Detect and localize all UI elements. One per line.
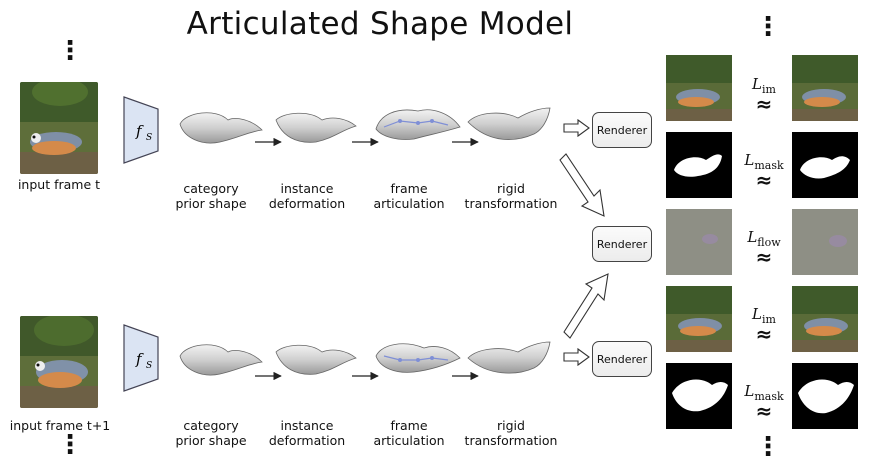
encoder-fs-sub: S	[146, 361, 152, 371]
ellipsis-top-left: ⋮	[57, 36, 83, 66]
hollow-arrow-diagonal-down	[559, 153, 605, 217]
encoder-fs-label: f	[135, 122, 144, 140]
stage-caption-prior-row1: category prior shape	[175, 181, 247, 211]
target-mask-tile-1	[792, 132, 858, 198]
target-image-tile-2	[792, 286, 858, 352]
renderer-box-bottom: Renderer	[592, 341, 652, 377]
stage-caption-instance-row1: instance deformation	[268, 181, 346, 211]
encoder-fs-sub: S	[146, 133, 152, 143]
input-frame-t1-caption: input frame t+1	[9, 418, 111, 433]
loss-label-mask-2: Lmask	[744, 382, 784, 403]
renderer-box-top: Renderer	[592, 112, 652, 148]
rendered-mask-tile-2	[666, 363, 732, 429]
renderer-box-middle: Renderer	[592, 226, 652, 262]
input-frame-t-caption: input frame t	[17, 177, 101, 192]
instance-deformation-shape-row1	[275, 112, 357, 143]
approx-symbol-4: ≈	[755, 322, 773, 346]
stage-caption-articulation-row1: frame articulation	[373, 181, 445, 211]
arrow-row2-3	[452, 371, 479, 381]
arrow-row2-2	[352, 371, 379, 381]
diagram-title: Articulated Shape Model	[186, 6, 574, 42]
stage-caption-rigid-row1: rigid transformation	[464, 181, 558, 211]
approx-symbol-3: ≈	[755, 245, 773, 269]
approx-symbol-1: ≈	[755, 92, 773, 116]
loss-label-im-2: Lim	[752, 305, 776, 326]
rendered-mask-tile-1	[666, 132, 732, 198]
arrow-row1-1	[255, 137, 282, 147]
rigid-transformation-shape-row2	[467, 341, 551, 374]
frame-articulation-shape-row1	[375, 109, 461, 140]
input-frame-t-image	[20, 82, 98, 174]
encoder-fs-row1: f S	[123, 96, 159, 164]
target-mask-tile-2	[792, 363, 858, 429]
stage-caption-articulation-row2: frame articulation	[373, 418, 445, 448]
ellipsis-top-right: ⋮	[755, 12, 781, 42]
target-flow-tile	[792, 209, 858, 275]
loss-label-mask-1: Lmask	[744, 151, 784, 172]
hollow-arrow-to-renderer-top	[563, 118, 590, 138]
encoder-fs-label: f	[135, 350, 144, 368]
stage-caption-prior-row2: category prior shape	[175, 418, 247, 448]
arrow-row1-3	[452, 137, 479, 147]
hollow-arrow-diagonal-up	[563, 273, 609, 339]
stage-caption-instance-row2: instance deformation	[268, 418, 346, 448]
stage-caption-rigid-row2: rigid transformation	[464, 418, 558, 448]
input-frame-t1-image	[20, 316, 98, 408]
approx-symbol-2: ≈	[755, 168, 773, 192]
approx-symbol-5: ≈	[755, 399, 773, 423]
hollow-arrow-to-renderer-bottom	[563, 347, 590, 367]
category-prior-shape-row1	[179, 112, 263, 144]
arrow-row1-2	[352, 137, 379, 147]
frame-articulation-shape-row2	[375, 343, 461, 373]
rendered-image-tile-1	[666, 55, 732, 121]
loss-label-flow: Lflow	[747, 228, 781, 249]
loss-label-im-1: Lim	[752, 75, 776, 96]
category-prior-shape-row2	[179, 344, 263, 376]
rendered-flow-tile	[666, 209, 732, 275]
rendered-image-tile-2	[666, 286, 732, 352]
instance-deformation-shape-row2	[275, 344, 357, 375]
encoder-fs-row2: f S	[123, 324, 159, 392]
ellipsis-bottom-left: ⋮	[57, 430, 83, 460]
ellipsis-bottom-right: ⋮	[755, 432, 781, 462]
target-image-tile-1	[792, 55, 858, 121]
rigid-transformation-shape-row1	[467, 107, 551, 140]
arrow-row2-1	[255, 371, 282, 381]
